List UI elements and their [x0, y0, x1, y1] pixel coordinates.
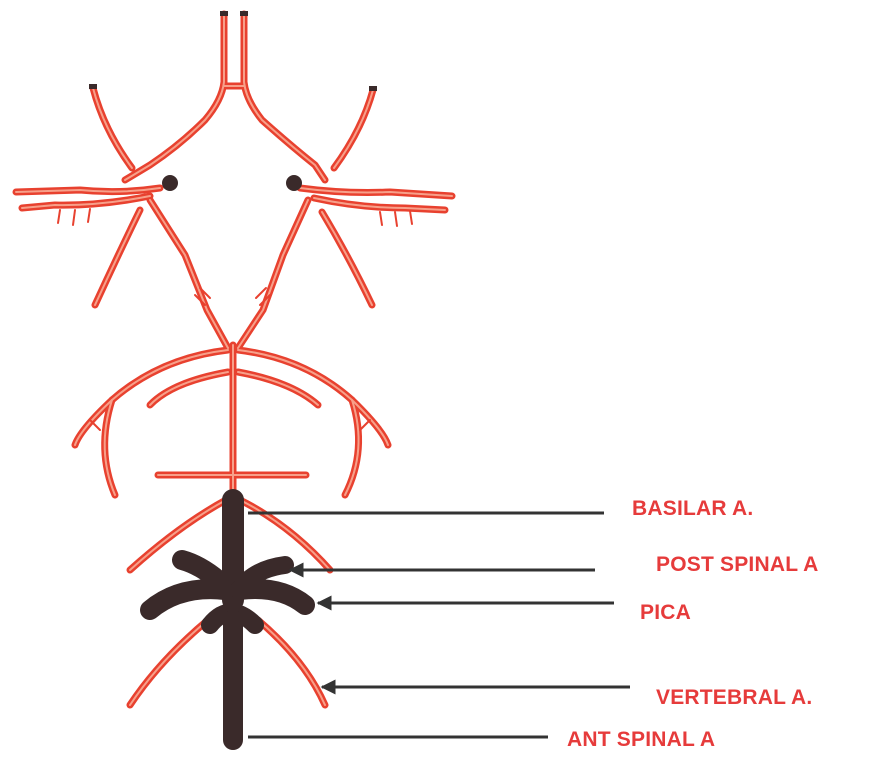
highlighted-right-post-spinal	[248, 565, 285, 580]
right-superior-cerebellar-artery	[238, 372, 318, 405]
highlighted-left-pica	[150, 589, 225, 610]
basilar-label: BASILAR A.	[632, 497, 753, 521]
perforator	[73, 210, 75, 225]
post-spinal-label: POST SPINAL A	[656, 553, 818, 577]
perforator	[58, 210, 60, 223]
right-vertebral-artery	[258, 620, 325, 705]
left-superior-cerebellar-artery	[150, 372, 228, 405]
right-aca-cut-end	[240, 11, 248, 16]
highlighted-left-post-spinal	[182, 560, 218, 580]
right-anterior-choroidal-artery	[334, 90, 373, 168]
highlighted-right-pica	[240, 589, 305, 605]
left-aca-cut-end	[220, 11, 228, 16]
right-anterior-cerebral-artery	[244, 14, 325, 180]
pica-label: PICA	[640, 601, 691, 625]
left-anterior-cerebral-artery	[125, 14, 224, 180]
right-internal-carotid-end	[286, 175, 302, 191]
perforator	[395, 212, 397, 226]
left-anterior-choroidal-artery	[93, 88, 132, 168]
perforator	[410, 211, 412, 224]
vertebral-label: VERTEBRAL A.	[656, 686, 812, 710]
perforator	[360, 420, 370, 430]
left-choroidal-cut-end	[89, 84, 97, 89]
left-vertebral-artery	[130, 620, 208, 705]
perforator	[380, 212, 382, 225]
left-internal-carotid-end	[162, 175, 178, 191]
ant-spinal-label: ANT SPINAL A	[567, 728, 715, 752]
left-posterior-cerebral-artery	[75, 350, 228, 445]
right-choroidal-cut-end	[369, 86, 377, 91]
perforator	[88, 209, 90, 222]
